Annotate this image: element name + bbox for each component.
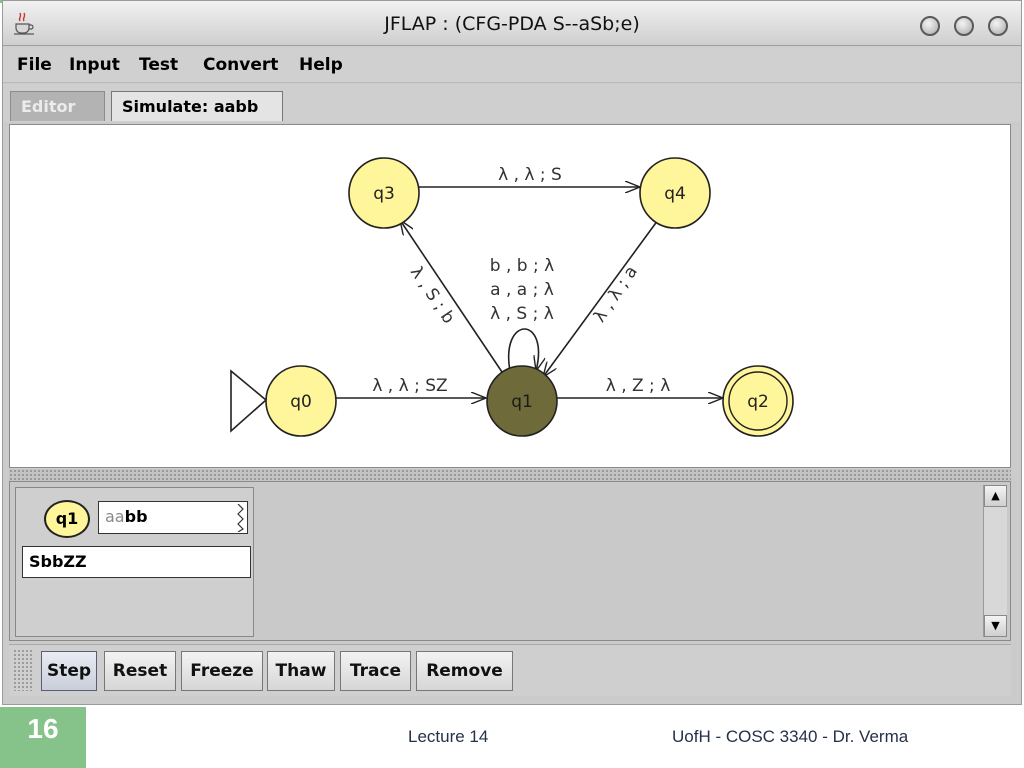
step-button[interactable]: Step (41, 651, 97, 691)
menu-help[interactable]: Help (299, 55, 343, 75)
label-q3-q4: λ , λ ; S (498, 165, 562, 185)
thaw-button[interactable]: Thaw (267, 651, 335, 691)
slide-number: 16 (0, 707, 86, 768)
label-q1-q2: λ , Z ; λ (606, 376, 671, 396)
state-q2-label: q2 (747, 392, 769, 412)
menu-input[interactable]: Input (69, 55, 120, 75)
label-q0-q1: λ , λ ; SZ (372, 376, 447, 396)
scroll-up-icon[interactable]: ▲ (984, 485, 1007, 507)
close-button[interactable] (988, 16, 1008, 36)
maximize-button[interactable] (954, 16, 974, 36)
state-q4-label: q4 (664, 184, 686, 204)
start-state-marker (230, 369, 268, 433)
automaton-canvas[interactable]: q3 q4 q0 q1 q2 λ , λ ; S λ , λ ; a λ , S… (9, 124, 1011, 468)
freeze-button[interactable]: Freeze (181, 651, 263, 691)
menu-bar: File Input Test Convert Help (3, 47, 1021, 83)
minimize-button[interactable] (920, 16, 940, 36)
configuration-panel: q1 aabb SbbZZ ▲ ▼ (9, 481, 1011, 641)
label-q4-q1: λ , λ ; a (590, 262, 642, 326)
state-q4[interactable]: q4 (639, 157, 711, 229)
label-q1-loop-3: λ , S ; λ (490, 304, 554, 324)
automaton-diagram: q3 q4 q0 q1 q2 λ , λ ; S λ , λ ; a λ , S… (230, 157, 794, 437)
state-q3[interactable]: q3 (348, 157, 420, 229)
input-consumed: aa (105, 507, 125, 526)
trace-button[interactable]: Trace (340, 651, 411, 691)
state-q1-label: q1 (511, 392, 533, 412)
java-cup-icon (14, 12, 34, 35)
remove-button[interactable]: Remove (416, 651, 513, 691)
vertical-scrollbar[interactable]: ▲ ▼ (983, 485, 1007, 637)
tab-editor[interactable]: Editor (10, 91, 105, 121)
config-state: q1 (44, 500, 90, 538)
toolbar-grip[interactable] (13, 649, 33, 691)
tab-bar: Editor Simulate: aabb (3, 84, 1021, 122)
split-pane-divider[interactable] (9, 469, 1011, 481)
window-title: JFLAP : (CFG-PDA S--aSb;e) (384, 13, 640, 35)
footer-lecture: Lecture 14 (408, 727, 489, 746)
state-q3-label: q3 (373, 184, 395, 204)
stack-contents: SbbZZ (22, 546, 251, 578)
label-q1-loop-1: b , b ; λ (490, 256, 554, 276)
input-remaining: bb (124, 507, 148, 526)
state-q0-label: q0 (290, 392, 312, 412)
edge-q4-q1 (543, 219, 659, 377)
state-q2[interactable]: q2 (722, 365, 794, 437)
footer-course: UofH - COSC 3340 - Dr. Verma (672, 727, 909, 746)
configuration-box[interactable]: q1 aabb SbbZZ (15, 487, 254, 637)
state-q0[interactable]: q0 (265, 365, 337, 437)
menu-convert[interactable]: Convert (203, 55, 279, 75)
scroll-down-icon[interactable]: ▼ (984, 615, 1007, 637)
input-tape: aabb (98, 501, 248, 534)
tape-tear-icon (237, 504, 244, 532)
reset-button[interactable]: Reset (104, 651, 176, 691)
menu-file[interactable]: File (17, 55, 52, 75)
state-q1[interactable]: q1 (486, 365, 558, 437)
edge-q1-loop (507, 328, 539, 371)
title-bar[interactable]: JFLAP : (CFG-PDA S--aSb;e) (3, 1, 1021, 46)
menu-test[interactable]: Test (139, 55, 179, 75)
edge-q1-q3 (400, 220, 503, 373)
label-q1-loop-2: a , a ; λ (490, 280, 554, 300)
tab-simulate[interactable]: Simulate: aabb (111, 91, 283, 121)
simulation-toolbar: Step Reset Freeze Thaw Trace Remove (9, 644, 1011, 696)
